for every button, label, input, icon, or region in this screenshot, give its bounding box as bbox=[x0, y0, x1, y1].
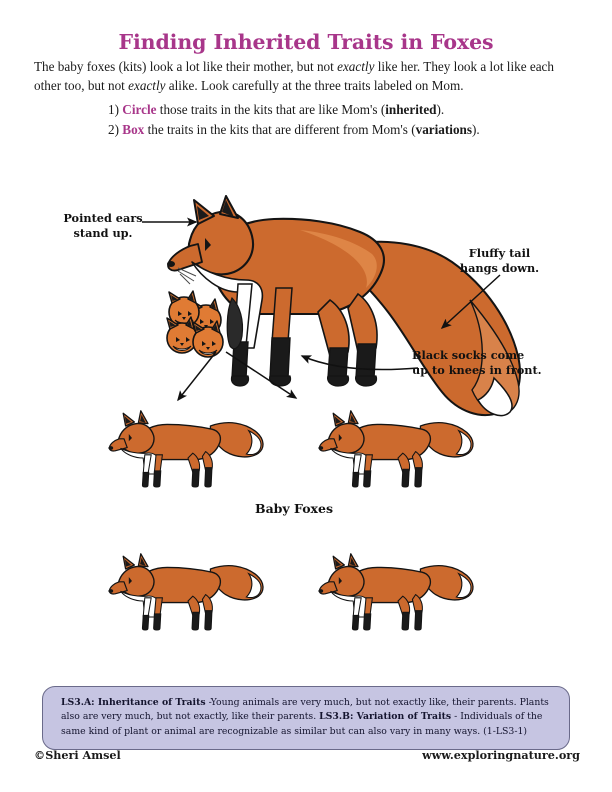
instruction-text-before-1: those traits in the kits that are like M… bbox=[156, 102, 386, 117]
arrow-to-baby-2 bbox=[225, 351, 298, 399]
intro-paragraph: The baby foxes (kits) look a lot like th… bbox=[34, 57, 580, 95]
mother-fox bbox=[167, 195, 521, 417]
callout-pointed-ears-line-2: stand up. bbox=[73, 226, 133, 240]
callout-pointed-ears: Pointed ears stand up. bbox=[43, 211, 163, 241]
baby-fox-1 bbox=[107, 410, 264, 488]
arrow-to-baby-1 bbox=[177, 351, 217, 402]
instruction-item-2: 2) Box the traits in the kits that are d… bbox=[0, 120, 612, 140]
standard-text-ls3b: - Individuals of the same kind of plant … bbox=[61, 711, 543, 737]
fox-kit-cluster bbox=[166, 290, 244, 358]
page-title: Finding Inherited Traits in Foxes bbox=[118, 30, 494, 54]
baby-fox-4 bbox=[317, 553, 474, 631]
callout-fluffy-tail-line-1: Fluffy tail bbox=[468, 246, 531, 260]
arrow-black-socks bbox=[300, 355, 419, 371]
intro-part-2: like her. They look a lot like each othe… bbox=[34, 59, 555, 93]
instruction-item-1: 1) Circle those traits in the kits that … bbox=[0, 100, 612, 120]
baby-fox-2 bbox=[317, 410, 474, 488]
instruction-text-after-1: ). bbox=[436, 102, 445, 117]
callout-pointed-ears-line-1: Pointed ears bbox=[63, 211, 143, 225]
instruction-number-2: 2) bbox=[108, 122, 119, 137]
callout-black-socks: Black socks come up to knees in front. bbox=[412, 348, 602, 378]
standard-text-ls3a: -Young animals are very much, but not ex… bbox=[61, 697, 549, 723]
standards-box: LS3.A: Inheritance of Traits -Young anim… bbox=[42, 686, 570, 750]
instruction-number-1: 1) bbox=[108, 102, 119, 117]
instruction-text-after-2: ). bbox=[472, 122, 480, 137]
instructions-list: 1) Circle those traits in the kits that … bbox=[0, 100, 612, 140]
caption-baby-foxes: Baby Foxes bbox=[255, 501, 333, 516]
baby-fox-3 bbox=[107, 553, 264, 631]
callout-fluffy-tail: Fluffy tail hangs down. bbox=[432, 246, 567, 276]
standard-code-ls3b: LS3.B: Variation of Traits bbox=[319, 711, 452, 723]
footer: ©Sheri Amsel www.exploringnature.org bbox=[34, 748, 580, 762]
instruction-bold-inherited: inherited bbox=[385, 102, 437, 117]
footer-copyright: ©Sheri Amsel bbox=[34, 748, 121, 762]
instruction-bold-variations: variations bbox=[415, 122, 473, 137]
intro-emphasis-2: exactly bbox=[128, 78, 166, 93]
callout-black-socks-line-2: up to knees in front. bbox=[412, 363, 542, 377]
instruction-text-before-2: the traits in the kits that are differen… bbox=[144, 122, 416, 137]
intro-part-3: alike. Look carefully at the three trait… bbox=[165, 78, 464, 93]
intro-emphasis-1: exactly bbox=[337, 59, 375, 74]
callout-fluffy-tail-line-2: hangs down. bbox=[459, 261, 540, 275]
arrow-fluffy-tail bbox=[440, 274, 501, 330]
standard-code-ls3a: LS3.A: Inheritance of Traits bbox=[61, 697, 206, 708]
instruction-keyword-circle: Circle bbox=[122, 102, 157, 117]
instruction-keyword-box: Box bbox=[122, 122, 145, 137]
callout-black-socks-line-1: Black socks come bbox=[412, 348, 525, 362]
footer-website[interactable]: www.exploringnature.org bbox=[422, 748, 580, 762]
intro-part-1: The baby foxes (kits) look a lot like th… bbox=[34, 59, 338, 74]
